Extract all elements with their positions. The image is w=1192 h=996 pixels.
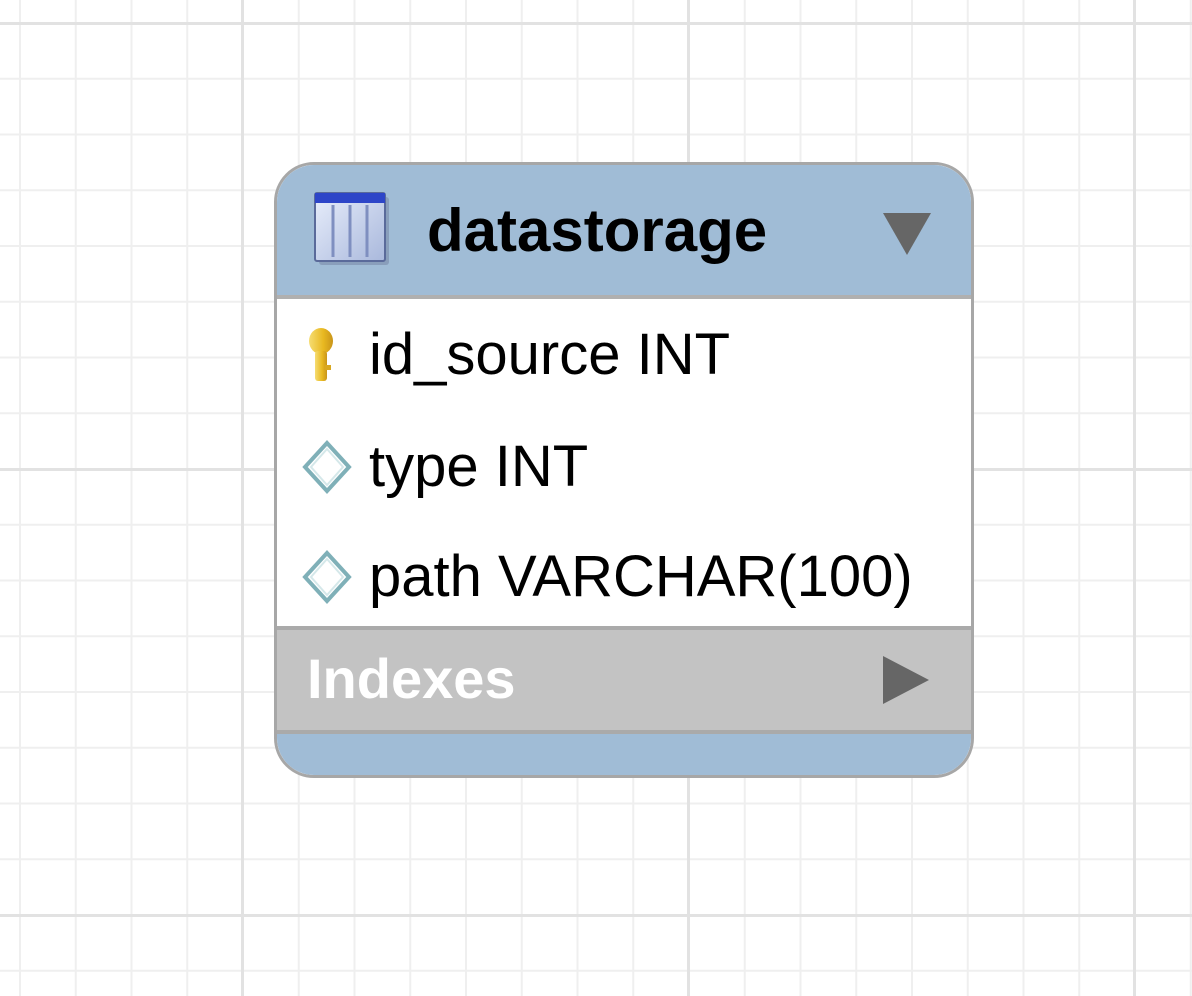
triangle-right-icon[interactable] bbox=[877, 650, 933, 710]
indexes-section[interactable]: Indexes bbox=[277, 626, 971, 734]
primary-key-icon bbox=[309, 328, 333, 381]
entity-table-datastorage[interactable]: datastorage bbox=[274, 162, 974, 778]
column-label: id_source INT bbox=[369, 322, 731, 387]
entity-header[interactable]: datastorage bbox=[277, 165, 971, 299]
column-label: path VARCHAR(100) bbox=[369, 544, 913, 609]
column-row-id-source[interactable]: id_source INT bbox=[277, 305, 971, 405]
column-label: type INT bbox=[369, 434, 589, 499]
column-diamond-icon bbox=[302, 550, 352, 604]
indexes-label: Indexes bbox=[307, 647, 516, 710]
table-icon bbox=[314, 192, 389, 265]
column-row-type[interactable]: type INT bbox=[277, 417, 971, 517]
triangle-down-icon[interactable] bbox=[877, 205, 937, 265]
entity-title: datastorage bbox=[427, 197, 768, 264]
column-list: id_source INT type INT path VARCHAR(100) bbox=[277, 299, 971, 626]
entity-footer bbox=[277, 734, 971, 775]
column-diamond-icon bbox=[302, 440, 352, 494]
column-row-path[interactable]: path VARCHAR(100) bbox=[277, 527, 971, 627]
